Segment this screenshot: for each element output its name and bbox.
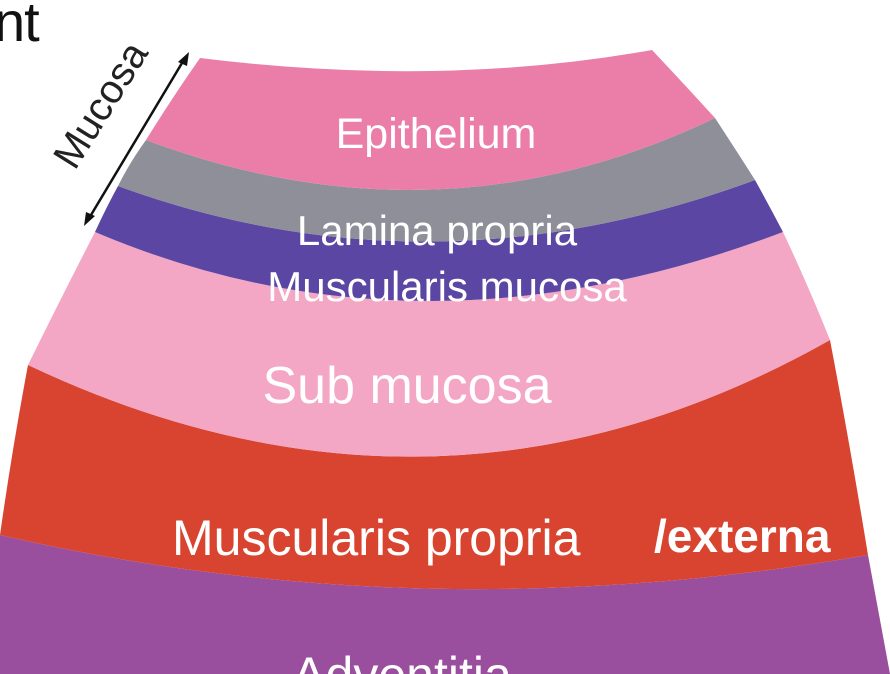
mucosa-bracket-line bbox=[86, 57, 187, 221]
layer-sub-mucosa bbox=[28, 232, 830, 457]
muscularis-mucosa-label: Muscularis mucosa bbox=[267, 263, 627, 310]
mucosa-arrowhead-bottom bbox=[84, 212, 95, 226]
layer-lamina-propria bbox=[118, 118, 755, 242]
externa-label: /externa bbox=[654, 510, 831, 562]
mucosa-arrowhead-top bbox=[178, 52, 189, 66]
muscularis-propria-label: Muscularis propria bbox=[172, 510, 581, 566]
epithelium-label: Epithelium bbox=[336, 110, 537, 158]
layer-muscularis-propria bbox=[0, 340, 868, 590]
slide-title-fragment: nt bbox=[0, 0, 40, 53]
adventitia-label: Adventitia bbox=[292, 647, 512, 674]
layer-muscularis-mucosa bbox=[95, 180, 783, 301]
layer-epithelium bbox=[146, 50, 715, 190]
layer-adventitia bbox=[0, 535, 890, 674]
lamina-propria-label: Lamina propria bbox=[297, 207, 578, 254]
sub-mucosa-label: Sub mucosa bbox=[262, 357, 551, 415]
